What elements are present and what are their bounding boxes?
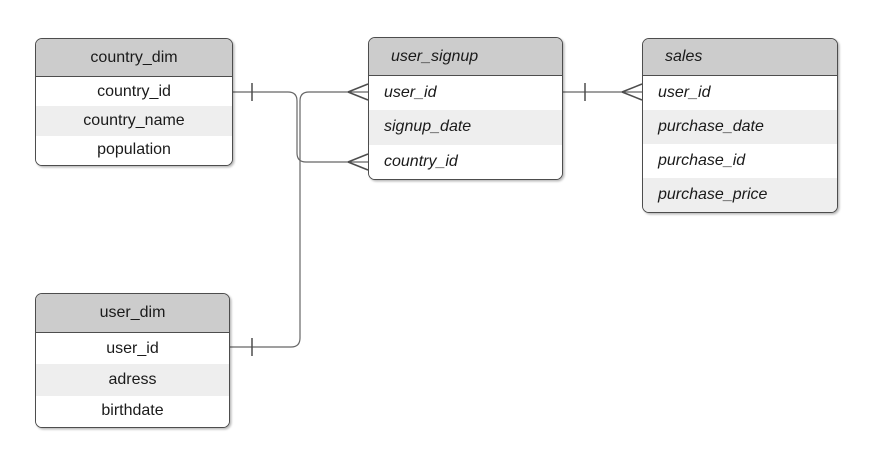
table-row[interactable]: birthdate (36, 395, 229, 427)
table-rows: user_id adress birthdate (36, 333, 229, 427)
relationship-user-signup-to-sales[interactable] (563, 83, 643, 101)
table-row[interactable]: country_name (36, 106, 232, 136)
entity-table-user-dim[interactable]: user_dim user_id adress birthdate (35, 293, 230, 428)
table-row[interactable]: purchase_id (643, 144, 837, 178)
entity-table-user-signup[interactable]: user_signup user_id signup_date country_… (368, 37, 563, 180)
table-rows: user_id signup_date country_id (369, 76, 562, 179)
table-row[interactable]: signup_date (369, 110, 562, 145)
table-row[interactable]: country_id (36, 77, 232, 107)
table-row[interactable]: purchase_price (643, 178, 837, 212)
table-row[interactable]: purchase_date (643, 110, 837, 144)
table-rows: country_id country_name population (36, 77, 232, 165)
relationship-country-dim-to-user-signup[interactable] (233, 83, 369, 171)
table-title[interactable]: user_signup (369, 38, 562, 76)
table-row[interactable]: user_id (369, 76, 562, 111)
many-cardinality-crowfoot (347, 153, 369, 171)
relationship-user-dim-to-user-signup[interactable] (230, 83, 369, 356)
many-cardinality-crowfoot (347, 83, 369, 101)
table-row[interactable]: user_id (643, 76, 837, 110)
table-title[interactable]: sales (643, 39, 837, 76)
table-title[interactable]: user_dim (36, 294, 229, 333)
many-cardinality-crowfoot (621, 83, 643, 101)
table-rows: user_id purchase_date purchase_id purcha… (643, 76, 837, 212)
table-title[interactable]: country_dim (36, 39, 232, 77)
table-row[interactable]: user_id (36, 333, 229, 365)
table-row[interactable]: adress (36, 364, 229, 396)
table-row[interactable]: population (36, 135, 232, 165)
entity-table-country-dim[interactable]: country_dim country_id country_name popu… (35, 38, 233, 166)
entity-table-sales[interactable]: sales user_id purchase_date purchase_id … (642, 38, 838, 213)
table-row[interactable]: country_id (369, 144, 562, 179)
